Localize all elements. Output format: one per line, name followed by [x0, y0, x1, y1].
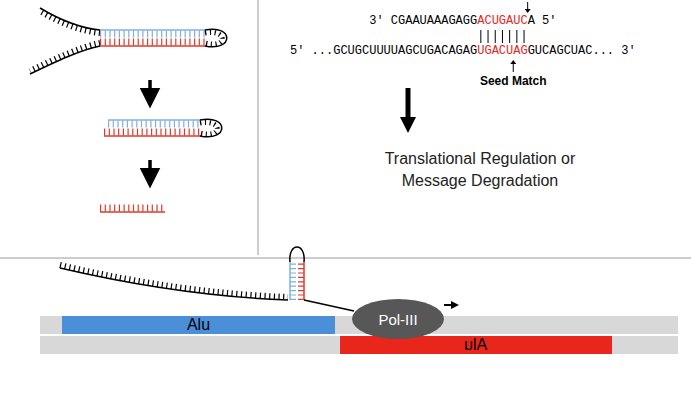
inverted-alu-element: Alu: [340, 336, 612, 354]
transcript: [60, 247, 354, 311]
sequence-text: A: [528, 14, 535, 28]
mature-mirna: [100, 208, 165, 212]
base-pair-bar: [502, 30, 503, 43]
sequence-text: 3': [369, 14, 383, 28]
sequence-text: 5': [542, 14, 556, 28]
sequence-text: ...GCUGCUUUUAGCUGACAGAG: [312, 44, 478, 58]
result-arrow-head: [400, 117, 416, 133]
sequence-text: 3': [621, 44, 635, 58]
base-pair-bar: [480, 30, 481, 43]
sequence-line: 3' CGAAUAAAGAGGACUGAUCA 5': [369, 14, 556, 28]
base-pair-bar: [524, 30, 525, 43]
pri-mirna: [30, 8, 227, 74]
seed-sequence: UGACUAG: [477, 44, 527, 58]
outcome-text: Translational Regulation or Message Degr…: [370, 148, 590, 192]
polymerase-ellipse: Pol-III: [352, 299, 444, 339]
sequence-text: CGAAUAAAGAGG: [391, 14, 477, 28]
base-pair-bar: [495, 30, 496, 43]
base-pair-bar: [516, 30, 517, 43]
pointer-arrow: [527, 2, 528, 9]
pointer-arrow-head: [525, 9, 531, 13]
pointer-arrow: [513, 64, 514, 72]
sequence-text: GUCAGCUAC...: [528, 44, 614, 58]
node-label: Pol-III: [378, 311, 417, 328]
seed-match-label: Seed Match: [480, 74, 547, 88]
sequence-line: 5' ...GCUGCUUUUAGCUGACAGAGUGACUAGGUCAGCUA…: [290, 44, 636, 58]
transcription-arrow: [444, 304, 452, 306]
process-arrow: [148, 80, 152, 98]
base-pair-bar: [488, 30, 489, 43]
node-label: Alu: [187, 316, 210, 334]
result-arrow: [406, 88, 411, 118]
alu-element: Alu: [62, 316, 335, 334]
divider: [0, 258, 691, 259]
pointer-arrow-head: [510, 60, 516, 64]
pre-mirna: [104, 119, 222, 137]
sequence-text: 5': [290, 44, 304, 58]
process-arrow: [148, 160, 152, 178]
seed-sequence: ACUGAUC: [477, 14, 527, 28]
divider: [258, 0, 259, 255]
node-label: Alu: [464, 336, 487, 354]
base-pair-bar: [509, 30, 510, 43]
genome-strand: [40, 336, 678, 354]
